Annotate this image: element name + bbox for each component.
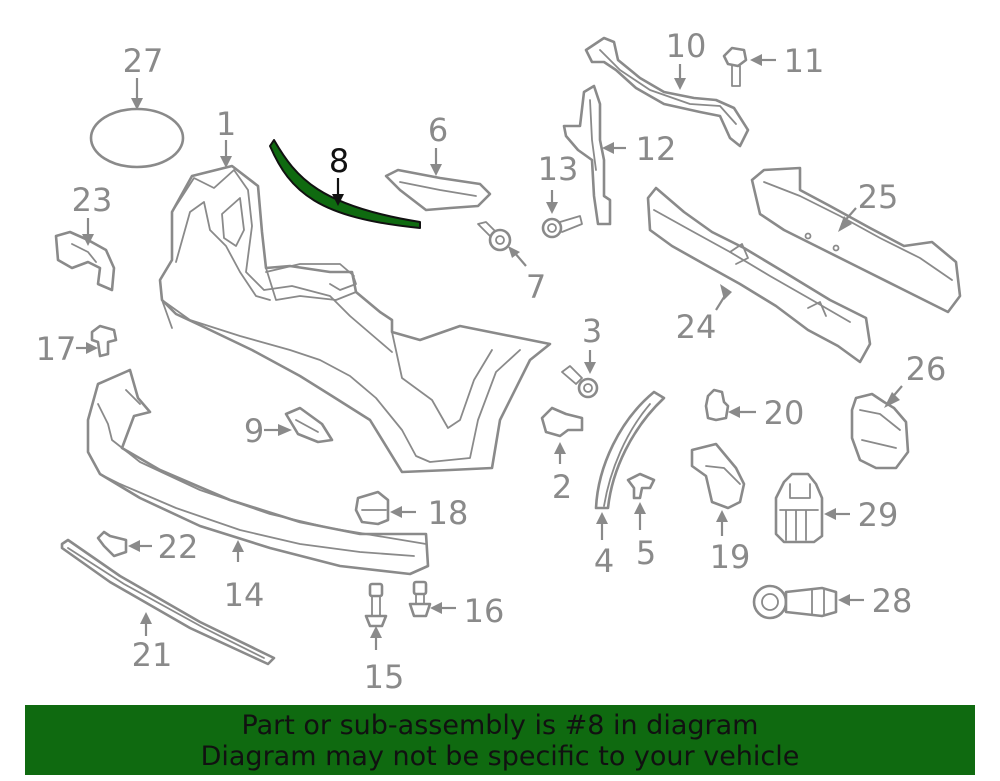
callout-19: 19 (710, 538, 751, 576)
part-7-screw: 7 (477, 221, 546, 306)
callout-21: 21 (132, 636, 173, 674)
part-3-screw: 3 (561, 312, 602, 399)
part-14-lower-spoiler: 14 (86, 368, 430, 614)
part-6-bracket: 6 (384, 111, 492, 212)
part-4-molding: 4 (594, 390, 666, 580)
part-11-bolt: 11 (722, 42, 825, 87)
part-15-bolt: 15 (364, 582, 405, 696)
part-20-clip: 20 (704, 388, 805, 432)
part-23-bracket: 23 (54, 181, 116, 292)
callout-26: 26 (906, 350, 947, 388)
part-25-beam: 25 (750, 166, 962, 314)
callout-10: 10 (666, 27, 707, 65)
part-19-bracket: 19 (690, 442, 751, 576)
part-28-sensor: 28 (752, 582, 913, 620)
callout-22: 22 (158, 528, 199, 566)
parts-diagram: 27 23 1 8 6 (36, 27, 962, 696)
part-5-clip: 5 (626, 472, 656, 572)
part-8-molding: 8 (269, 139, 421, 229)
part-13-screw: 13 (538, 150, 583, 239)
callout-17: 17 (36, 330, 77, 368)
part-24-absorber: 24 (646, 186, 872, 364)
callout-20: 20 (764, 394, 805, 432)
part-29-retainer: 29 (774, 472, 899, 544)
banner-line-2: Diagram may not be specific to your vehi… (200, 741, 800, 772)
callout-12: 12 (636, 130, 677, 168)
callout-1: 1 (216, 105, 236, 143)
callout-6: 6 (428, 111, 448, 149)
part-21-strip: 21 (60, 538, 276, 674)
part-12-bracket: 12 (562, 84, 677, 226)
banner-line-1: Part or sub-assembly is #8 in diagram (241, 710, 759, 741)
notice-banner: Part or sub-assembly is #8 in diagram Di… (25, 705, 975, 775)
callout-25: 25 (858, 178, 899, 216)
callout-27: 27 (123, 42, 164, 80)
part-18-clip: 18 (354, 490, 469, 532)
callout-3: 3 (582, 312, 602, 350)
callout-9: 9 (244, 412, 264, 450)
part-9-bracket: 9 (244, 406, 334, 450)
callout-23: 23 (72, 181, 113, 219)
part-1-bumper-cover: 1 (158, 105, 552, 474)
part-26-sensor-bracket: 26 (850, 350, 947, 470)
callout-5: 5 (636, 534, 656, 572)
callout-28: 28 (872, 582, 913, 620)
part-22-clip: 22 (96, 528, 199, 566)
callout-24: 24 (676, 308, 717, 346)
callout-4: 4 (594, 542, 614, 580)
callout-16: 16 (464, 592, 505, 630)
callout-18: 18 (428, 494, 469, 532)
part-2-bracket: 2 (540, 406, 584, 506)
callout-15: 15 (364, 658, 405, 696)
callout-11: 11 (784, 42, 825, 80)
part-27-emblem: 27 (89, 42, 185, 169)
callout-29: 29 (858, 496, 899, 534)
callout-8: 8 (329, 142, 349, 180)
part-16-bolt: 16 (408, 580, 505, 630)
callout-14: 14 (224, 576, 265, 614)
part-10-reinforcement: 10 (584, 27, 750, 148)
callout-2: 2 (552, 468, 572, 506)
callout-7: 7 (526, 268, 546, 306)
part-17-clip: 17 (36, 324, 118, 368)
callout-13: 13 (538, 150, 579, 188)
